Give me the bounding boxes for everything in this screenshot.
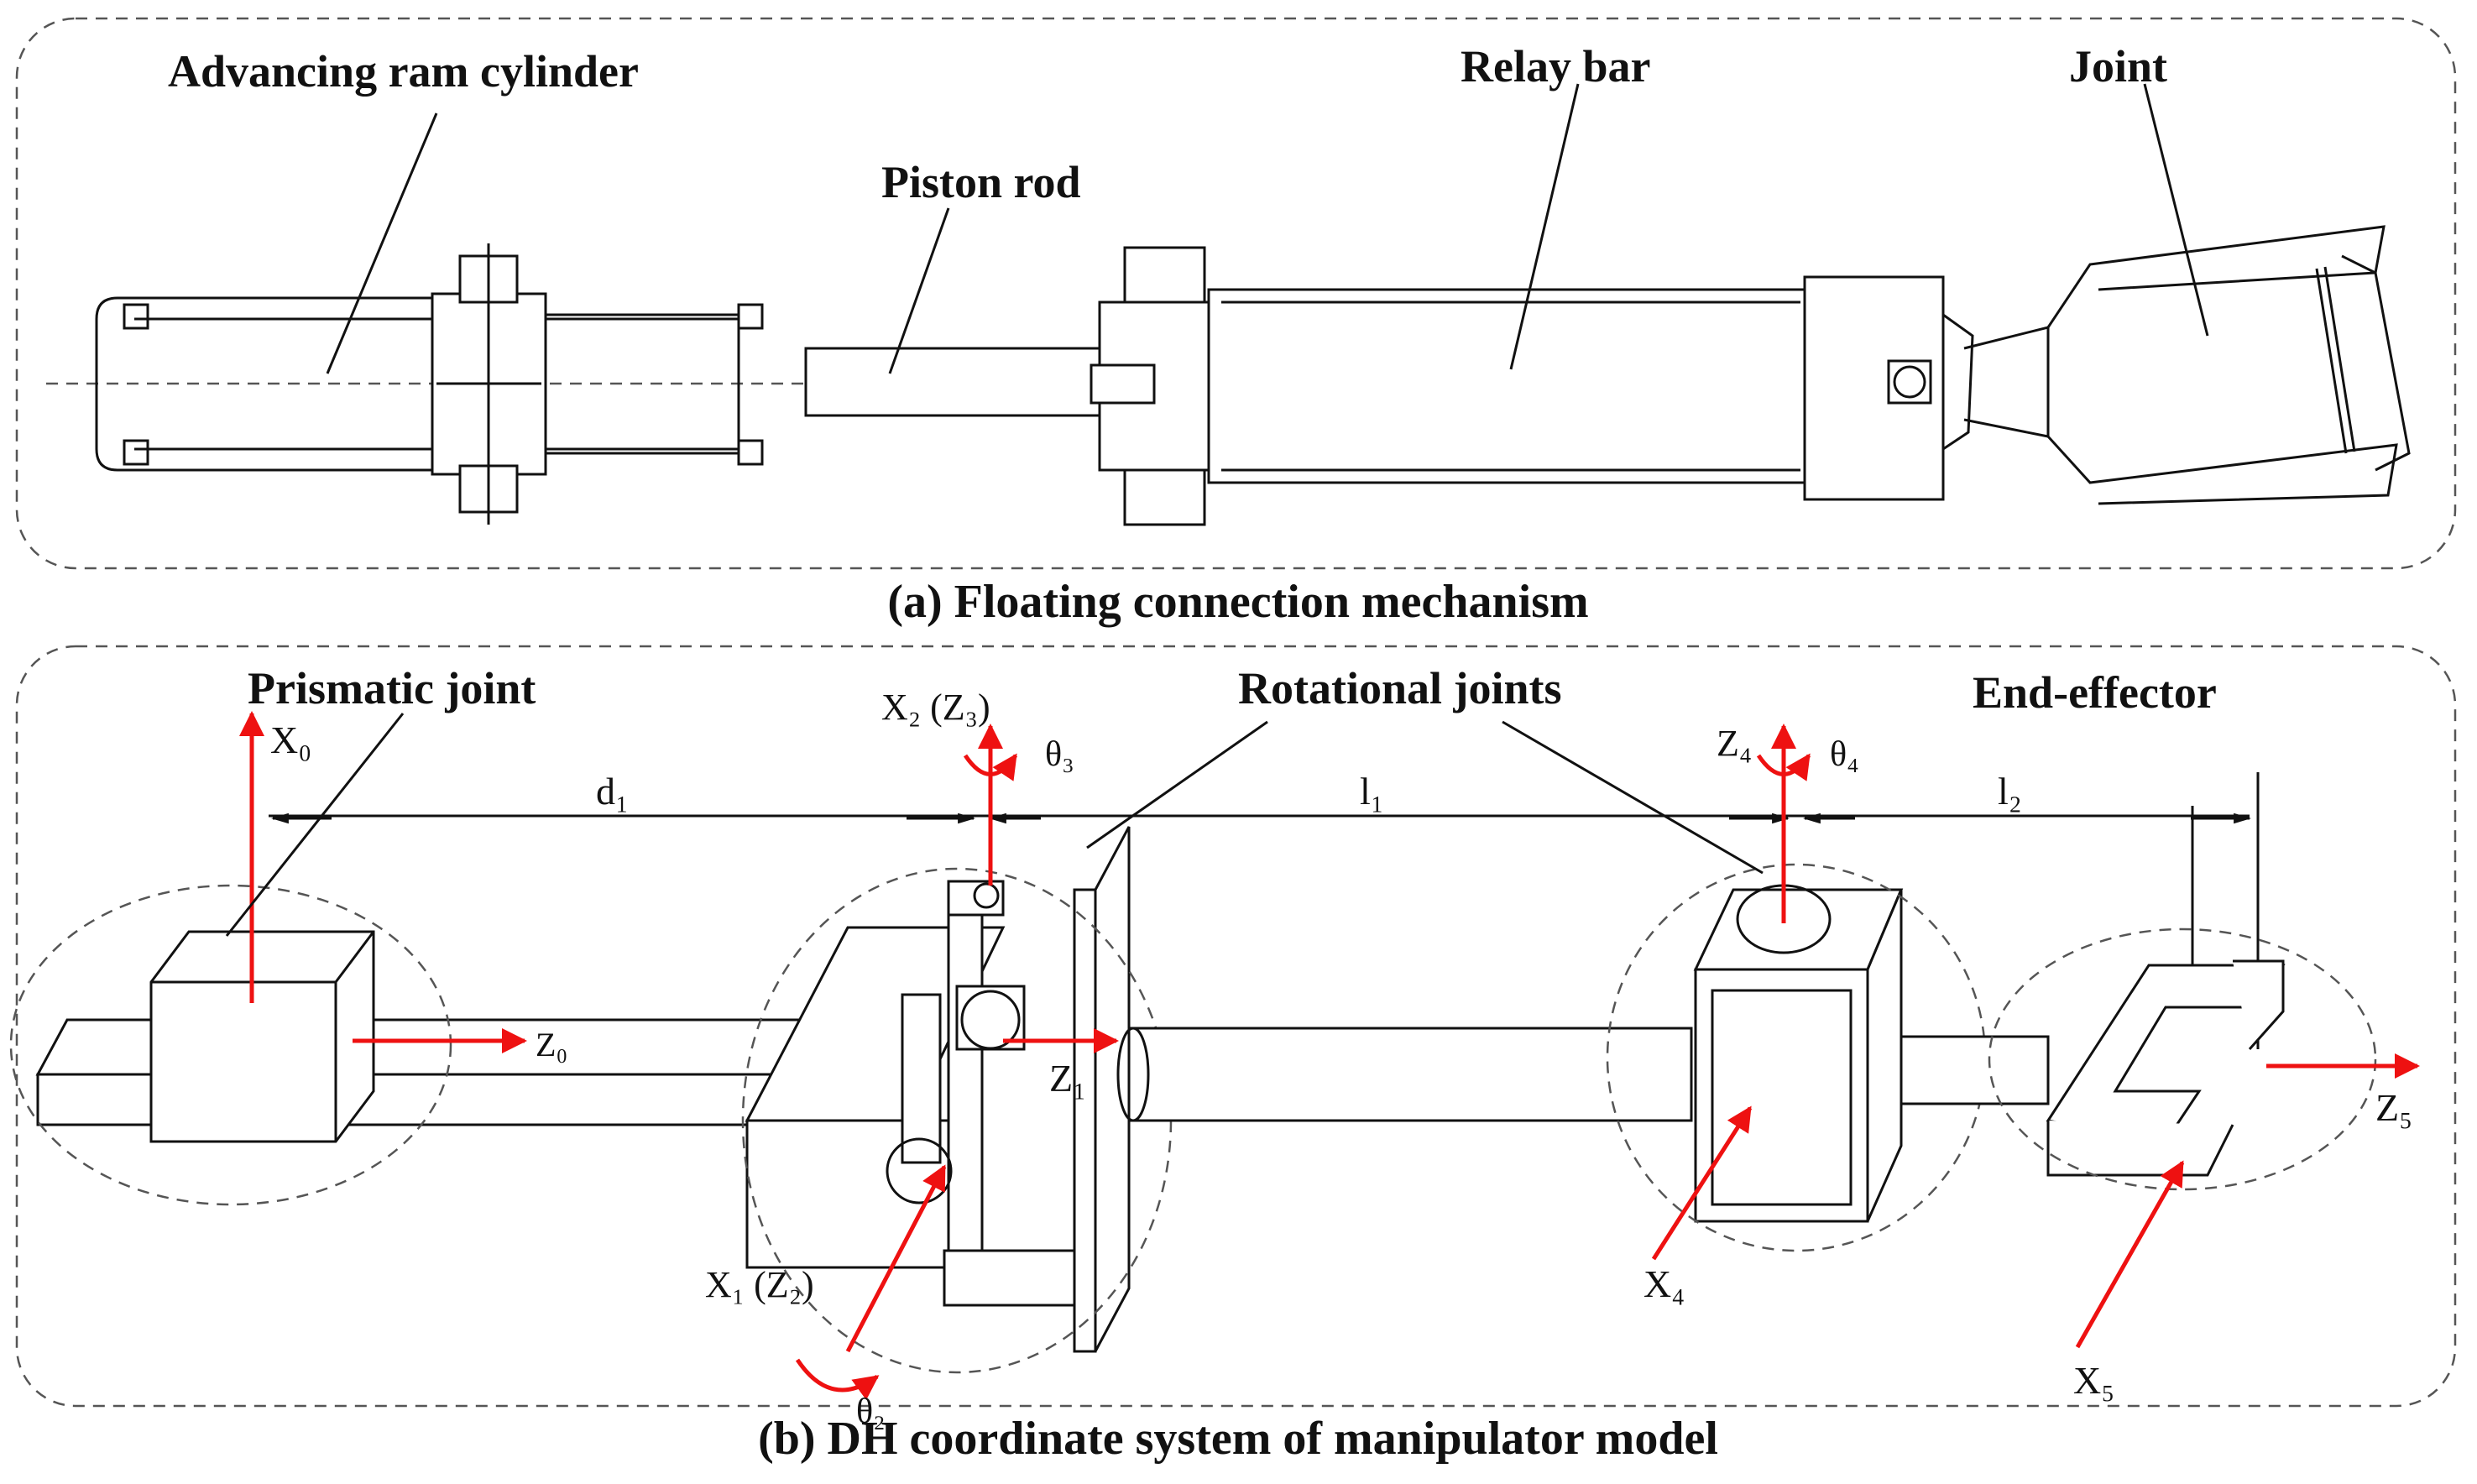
symbol-x1z2: X₁ (Z₂)	[705, 1264, 814, 1305]
rotational-joint-2-drawing	[1693, 884, 1904, 1223]
rotational-joint-1-drawing	[745, 826, 1131, 1353]
rotation-theta3	[963, 753, 1018, 781]
symbol-x0: X₀	[270, 718, 311, 761]
piston-rod-drawing	[804, 347, 1118, 417]
end-effector-drawing	[2046, 806, 2286, 1177]
symbol-theta2: θ₂	[856, 1393, 886, 1431]
joint-drawing	[1887, 225, 2411, 505]
symbol-z1: Z₁	[1049, 1057, 1086, 1100]
caption-a: (a) Floating connection mechanism	[887, 576, 1588, 628]
panel-a: Advancing ram cylinder Piston rod Relay …	[15, 17, 2457, 628]
caption-b: (b) DH coordinate system of manipulator …	[758, 1413, 1718, 1465]
symbol-x5: X₅	[2073, 1359, 2114, 1402]
leader-relay-bar	[1509, 83, 1580, 370]
symbol-l1: l₁	[1360, 770, 1384, 813]
panel-a-frame	[15, 17, 2457, 570]
rotation-theta4	[1756, 753, 1811, 781]
leader-rotational-2	[1502, 720, 1764, 875]
axis-x5	[2075, 1160, 2185, 1349]
label-advancing-ram-cylinder: Advancing ram cylinder	[168, 46, 639, 97]
symbol-z4: Z₄	[1717, 723, 1752, 764]
leader-rotational-1	[1086, 720, 1268, 849]
label-prismatic-joint: Prismatic joint	[248, 663, 536, 713]
short-rod-drawing	[1900, 1035, 2050, 1105]
symbol-d1: d₁	[596, 770, 629, 813]
leader-advancing-ram	[326, 112, 438, 374]
symbol-x4: X₄	[1643, 1262, 1685, 1305]
symbol-x2z3: X₂ (Z₃)	[881, 687, 990, 728]
label-end-effector: End-effector	[1973, 667, 2217, 718]
symbol-z0: Z₀	[536, 1026, 567, 1063]
symbol-z5: Z₅	[2375, 1086, 2412, 1129]
end-effector-ellipse	[1988, 928, 2377, 1191]
symbol-theta4: θ₄	[1830, 735, 1859, 774]
coordinate-axes	[239, 711, 2420, 1401]
link-rod-drawing	[1116, 1027, 1693, 1122]
symbol-l2: l₂	[1998, 770, 2022, 813]
label-joint: Joint	[2069, 41, 2167, 91]
prismatic-joint-ellipse	[9, 884, 452, 1206]
symbol-theta3: θ₃	[1045, 735, 1074, 774]
label-rotational-joints: Rotational joints	[1238, 663, 1562, 713]
panel-b: Prismatic joint Rotational joints End-ef…	[9, 645, 2457, 1465]
leader-piston-rod	[888, 207, 950, 374]
label-piston-rod: Piston rod	[881, 157, 1081, 207]
label-relay-bar: Relay bar	[1461, 41, 1650, 91]
leader-prismatic	[225, 713, 405, 937]
prismatic-joint-drawing	[35, 930, 875, 1143]
advancing-ram-cylinder-drawing	[95, 243, 764, 525]
leader-joint	[2143, 83, 2209, 337]
rotation-theta2	[795, 1358, 880, 1401]
relay-bar-drawing	[1207, 275, 1945, 501]
axis-x4	[1651, 1105, 1753, 1261]
axis-x1z2	[845, 1164, 947, 1353]
